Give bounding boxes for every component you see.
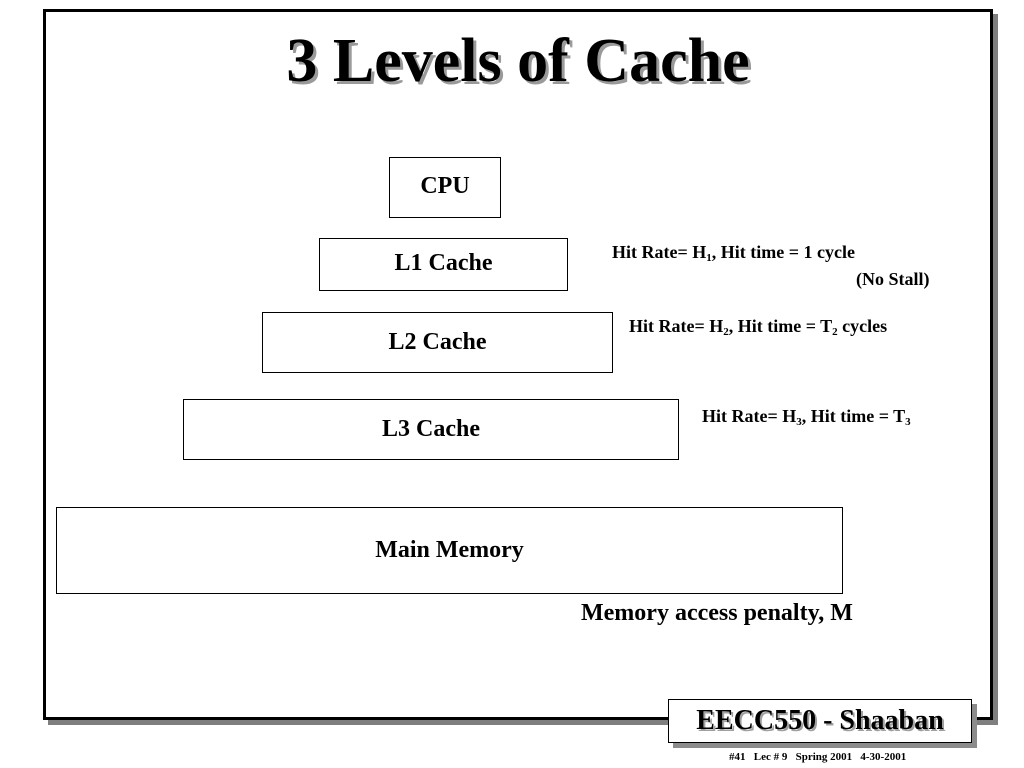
- l3-cache-box: L3 Cache: [183, 399, 679, 460]
- cpu-label: CPU: [420, 173, 470, 199]
- footer-info: #41 Lec # 9 Spring 2001 4-30-2001: [729, 751, 907, 763]
- course-badge: EECC550 - Shaaban: [668, 699, 972, 743]
- l1-cache-label: L1 Cache: [394, 250, 493, 276]
- slide-title: 3 Levels of Cache: [286, 27, 750, 95]
- course-badge-label: EECC550 - Shaaban: [696, 705, 944, 736]
- l3-cache-label: L3 Cache: [382, 416, 480, 442]
- l3-hit-rate-note: Hit Rate= H3, Hit time = T3: [702, 406, 911, 428]
- main-memory-box: Main Memory: [56, 507, 843, 594]
- l2-cache-label: L2 Cache: [388, 329, 487, 355]
- main-memory-label: Main Memory: [375, 537, 524, 563]
- l1-cache-box: L1 Cache: [319, 238, 568, 291]
- l2-cache-box: L2 Cache: [262, 312, 613, 373]
- memory-penalty-note: Memory access penalty, M: [581, 600, 853, 626]
- l1-no-stall-note: (No Stall): [856, 269, 930, 289]
- cpu-box: CPU: [389, 157, 501, 218]
- l2-hit-rate-note: Hit Rate= H2, Hit time = T2 cycles: [629, 316, 888, 338]
- l1-hit-rate-note: Hit Rate= H1, Hit time = 1 cycle: [612, 242, 855, 264]
